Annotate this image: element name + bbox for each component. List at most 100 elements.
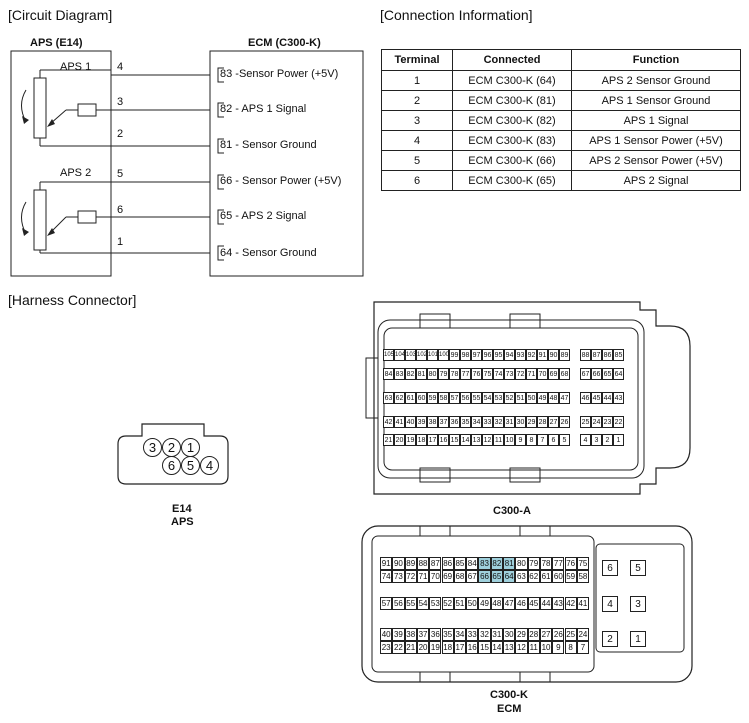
table-cell: ECM C300-K (81)	[452, 90, 572, 111]
e14-label: E14	[172, 503, 192, 515]
e14-pin: 4	[200, 456, 219, 475]
c300k-pin: 41	[576, 597, 590, 610]
c300k-pin: 84	[466, 557, 479, 570]
c300a-pin: 30	[515, 416, 526, 428]
c300k-pin: 78	[539, 557, 553, 570]
c300a-pin: 45	[591, 392, 602, 404]
c300k-pin: 28	[527, 628, 540, 641]
c300k-pin: 25	[564, 628, 577, 641]
c300a-pin: 2	[602, 434, 613, 446]
ecm-terminal-label: 81 - Sensor Ground	[220, 139, 317, 151]
c300a-pin: 92	[526, 349, 537, 361]
c300k-pin: 18	[441, 641, 454, 654]
c300a-pin: 64	[613, 368, 624, 380]
c300k-pin: 15	[478, 641, 491, 654]
table-cell: 6	[381, 170, 453, 191]
c300k-pin: 75	[576, 557, 590, 570]
c300a-pin: 16	[438, 434, 449, 446]
table-cell: APS 1 Signal	[571, 110, 741, 131]
c300a-pin: 29	[526, 416, 537, 428]
c300a-pin: 12	[482, 434, 493, 446]
aps-pin-label: 1	[117, 236, 124, 248]
c300k-pin: 67	[466, 570, 479, 583]
c300a-pin: 88	[580, 349, 591, 361]
c300a-pin: 67	[580, 368, 591, 380]
c300a-pin: 99	[449, 349, 460, 361]
c300k-pin: 17	[453, 641, 467, 654]
c300k-pin: 24	[576, 628, 590, 641]
c300k-pin: 46	[515, 597, 528, 610]
c300k-pin: 49	[478, 597, 491, 610]
table-cell: 3	[381, 110, 453, 131]
c300a-pin: 26	[559, 416, 570, 428]
ecm-terminal-label: 66 - Sensor Power (+5V)	[220, 175, 342, 187]
c300a-pin: 75	[482, 368, 493, 380]
c300a-pin: 65	[602, 368, 613, 380]
c300k-pin: 47	[503, 597, 516, 610]
c300a-pin: 87	[591, 349, 602, 361]
c300k-pin: 76	[564, 557, 577, 570]
c300a-pin: 32	[493, 416, 504, 428]
c300a-pin: 66	[591, 368, 602, 380]
c300a-pin: 7	[537, 434, 548, 446]
c300k-pin: 63	[515, 570, 528, 583]
ecm-terminal-label: 83 -Sensor Power (+5V)	[220, 68, 339, 80]
c300a-pin: 79	[438, 368, 449, 380]
c300a-pin: 96	[482, 349, 493, 361]
c300a-pin: 19	[405, 434, 416, 446]
table-cell: APS 1 Sensor Power (+5V)	[571, 130, 741, 151]
c300k-pin: 88	[416, 557, 430, 570]
c300k-pin: 54	[416, 597, 430, 610]
c300a-pin: 40	[405, 416, 416, 428]
harness-connector-title: [Harness Connector]	[8, 292, 137, 308]
c300a-pin: 27	[548, 416, 559, 428]
table-cell: APS 1 Sensor Ground	[571, 90, 741, 111]
c300a-pin: 38	[427, 416, 438, 428]
c300a-pin: 68	[559, 368, 570, 380]
c300a-pin: 6	[548, 434, 559, 446]
c300a-pin: 13	[471, 434, 482, 446]
c300k-pin: 72	[404, 570, 417, 583]
c300a-pin: 47	[559, 392, 570, 404]
c300a-pin: 90	[548, 349, 559, 361]
ecm-terminal-label: 64 - Sensor Ground	[220, 247, 317, 259]
c300k-pin: 33	[466, 628, 479, 641]
c300k-pin: 23	[380, 641, 393, 654]
table-cell: ECM C300-K (64)	[452, 70, 572, 91]
table-cell: ECM C300-K (66)	[452, 150, 572, 171]
c300a-pin: 101	[427, 349, 438, 361]
c300k-pin: 44	[539, 597, 553, 610]
e14-pin: 5	[181, 456, 200, 475]
c300k-pin: 62	[527, 570, 540, 583]
c300k-pin: 8	[564, 641, 577, 654]
c300k-pin: 38	[404, 628, 417, 641]
c300k-pin: 86	[441, 557, 454, 570]
connection-info-title: [Connection Information]	[380, 7, 533, 23]
aps1-label: APS 1	[60, 61, 92, 73]
c300a-pin: 74	[493, 368, 504, 380]
c300k-pin: 59	[564, 570, 577, 583]
c300k-pin: 89	[404, 557, 417, 570]
c300a-pin: 49	[537, 392, 548, 404]
c300a-pin: 104	[394, 349, 405, 361]
table-cell: APS 2 Sensor Ground	[571, 70, 741, 91]
c300k-pin: 73	[392, 570, 405, 583]
c300a-pin: 80	[427, 368, 438, 380]
table-header-row: Terminal Connected Function	[381, 49, 741, 71]
c300a-pin: 94	[504, 349, 515, 361]
c300k-pin: 36	[429, 628, 442, 641]
c300a-pin: 95	[493, 349, 504, 361]
c300k-pin: 22	[392, 641, 405, 654]
c300a-pin: 18	[416, 434, 427, 446]
c300k-sub-label: ECM	[497, 703, 522, 715]
c300a-pin: 17	[427, 434, 438, 446]
c300a-pin: 85	[613, 349, 624, 361]
c300k-pin: 21	[404, 641, 417, 654]
c300k-pin: 50	[466, 597, 479, 610]
c300k-pin: 90	[392, 557, 405, 570]
aps-pin-label: 3	[117, 96, 124, 108]
c300a-pin: 39	[416, 416, 427, 428]
c300k-pin: 83	[478, 557, 491, 570]
c300a-pin: 69	[548, 368, 559, 380]
c300a-pin: 20	[394, 434, 405, 446]
